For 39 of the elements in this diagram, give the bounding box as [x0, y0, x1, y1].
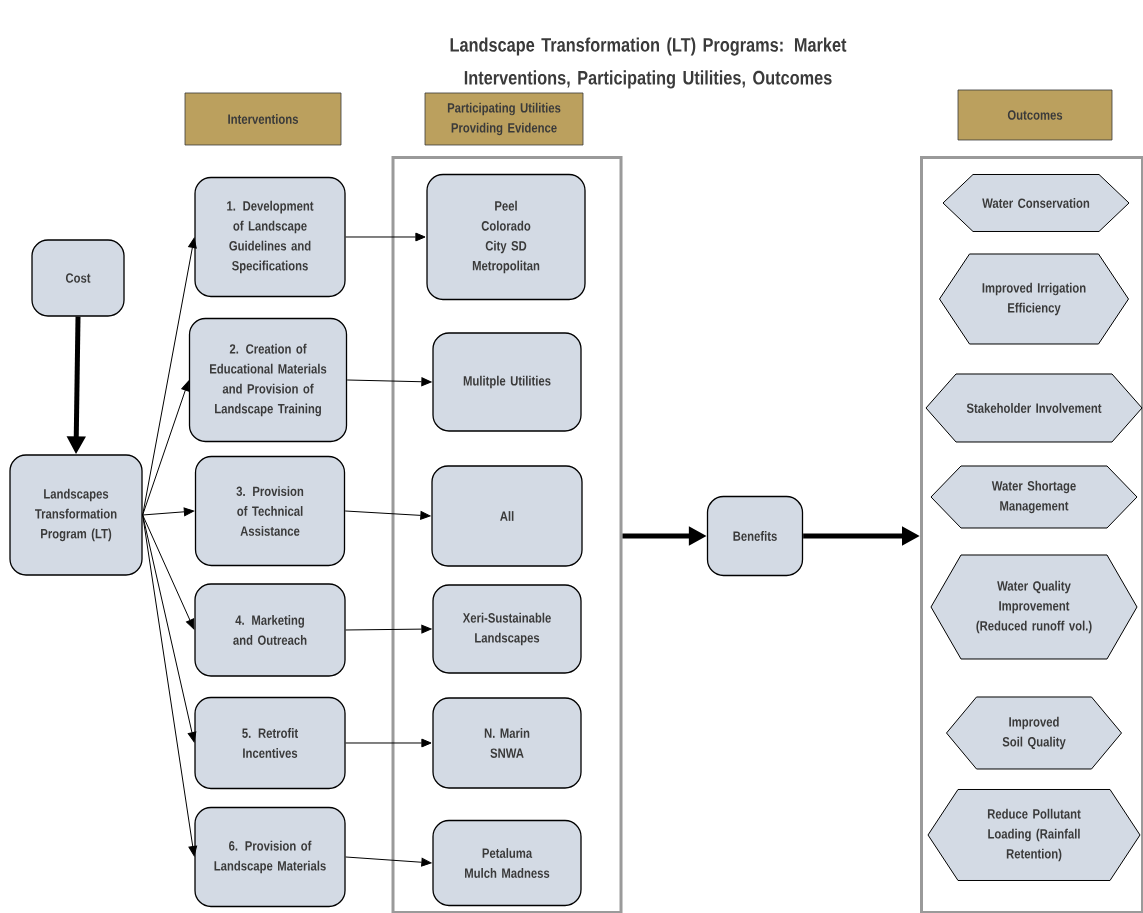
group-frame [391, 156, 623, 913]
arrow [345, 232, 426, 242]
outcome-hexagon: Water Conservation [942, 174, 1130, 232]
process-box: 3. Provision of Technical Assistance [194, 455, 346, 567]
arrow [142, 507, 195, 517]
outcome-hexagon: Water Quality Improvement (Reduced runoff vol.) [930, 554, 1138, 660]
arrow [142, 237, 197, 516]
process-box: 5. Retrofit Incentives [194, 696, 346, 790]
column-header: Interventions [184, 92, 342, 146]
process-box: Cost [31, 239, 125, 317]
arrow [345, 738, 432, 748]
outcome-hexagon: Improved Soil Quality [946, 696, 1122, 770]
group-frame [920, 156, 1143, 913]
process-box: Benefits [706, 495, 804, 577]
process-box: Xeri-Sustainable Landscapes [432, 584, 582, 674]
column-header: Outcomes [957, 89, 1113, 141]
outcome-hexagon: Reduce Pollutant Loading (Rainfall Retention) [927, 789, 1141, 881]
arrow [345, 856, 432, 867]
process-box: 2. Creation of Educational Materials and Provision of Landscape Training [188, 317, 348, 443]
title: Landscape Transformation (LT) Programs: Market Interventions, Participating Utilities, Outcomes [450, 37, 847, 89]
process-box: 1. Development of Landscape Guidelines and Specifications [194, 176, 346, 298]
process-box: Landscapes Transformation Program (LT) [9, 454, 143, 576]
arrow [142, 380, 190, 516]
process-box: All [431, 465, 583, 567]
outcome-hexagon: Improved Irrigation Efficiency [939, 253, 1129, 345]
process-box: N. Marin SNWA [432, 697, 582, 789]
outcome-hexagon: Stakeholder Involvement [925, 373, 1143, 443]
process-box: Petaluma Mulch Madness [432, 819, 582, 907]
process-box: 4. Marketing and Outreach [194, 583, 346, 677]
arrow [142, 514, 198, 857]
arrow [345, 624, 432, 634]
process-box: 6. Provision of Landscape Materials [194, 806, 346, 908]
process-box: Mulitple Utilities [432, 332, 582, 432]
arrow [344, 510, 431, 520]
process-box: Peel Colorado City SD Metropolitan [426, 173, 586, 301]
arrow [346, 377, 432, 387]
arrow [142, 514, 195, 630]
column-header: Participating Utilities Providing Evidence [424, 92, 584, 146]
outcome-hexagon: Water Shortage Management [930, 465, 1138, 529]
